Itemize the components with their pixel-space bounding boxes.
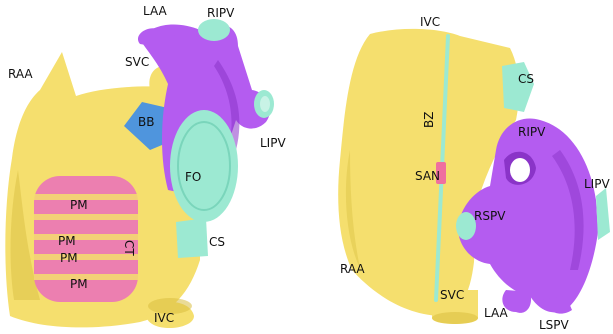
label-lspv: LSPV (539, 318, 570, 332)
label-ct: CT (122, 240, 136, 256)
label-cs-left: CS (209, 235, 225, 249)
label-raa-left: RAA (8, 67, 33, 81)
right-lipv-cap (596, 188, 610, 240)
label-laa-right: LAA (484, 306, 509, 320)
label-ivc-left: IVC (154, 311, 174, 325)
label-pm-2: PM (58, 234, 76, 248)
label-cs-right: CS (518, 72, 534, 86)
label-bb: BB (138, 115, 154, 129)
label-lipv-left: LIPV (260, 136, 286, 150)
left-lipv-lumen (260, 96, 270, 112)
fossa-ovalis-inner (178, 122, 230, 210)
label-ripv-right: RIPV (518, 125, 546, 139)
label-ivc-right: IVC (420, 15, 440, 29)
left-coronary-sinus (176, 218, 208, 258)
label-ripv-left: RIPV (207, 6, 235, 20)
label-san: SAN (415, 169, 440, 183)
label-pm-1: PM (70, 198, 88, 212)
label-svc-right: SVC (440, 288, 464, 302)
label-pm-3: PM (60, 251, 78, 265)
label-svc-left: SVC (125, 55, 149, 69)
label-laa-left: LAA (143, 4, 168, 18)
right-view (338, 29, 610, 324)
label-pm-4: PM (70, 277, 88, 291)
label-rspv: RSPV (474, 209, 506, 223)
right-svc-opening (432, 312, 478, 324)
label-bz: BZ (422, 112, 436, 128)
label-fo: FO (185, 170, 201, 184)
label-lipv-right: LIPV (584, 177, 610, 191)
label-raa-right: RAA (340, 262, 365, 276)
right-ripv-lumen (510, 158, 530, 182)
right-coronary-sinus (502, 62, 534, 112)
left-ripv-ostium (198, 19, 230, 41)
right-rspv-ostium (456, 212, 476, 240)
